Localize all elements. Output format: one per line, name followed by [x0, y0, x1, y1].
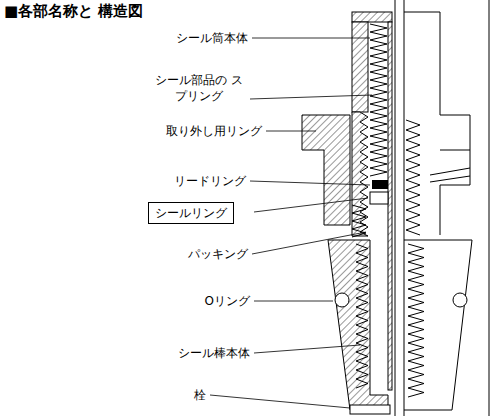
right-rod-outline: [404, 240, 472, 410]
seal-tube-wall: [388, 22, 392, 390]
right-outline: [404, 12, 470, 235]
leader-line: [254, 198, 368, 212]
part-label: シール部品の スプリング: [154, 72, 244, 104]
rod-thread: [356, 244, 368, 388]
leader-line: [252, 38, 370, 39]
right-outline: [440, 150, 470, 151]
leader-line: [252, 232, 366, 254]
right-outline: [430, 168, 470, 175]
plug: [350, 405, 390, 414]
leader-line: [266, 131, 316, 132]
leader-line: [254, 345, 360, 353]
lead-ring: [372, 180, 388, 189]
tube-line: [395, 0, 396, 416]
boxed-label-text: シールリング: [155, 206, 227, 220]
boxed-label: シールリング: [148, 202, 234, 224]
part-label: シール筒本体: [176, 30, 248, 46]
seal-rod-body: [328, 240, 388, 410]
part-label: シール棒本体: [178, 345, 250, 361]
seal-tube-thread: [352, 112, 368, 236]
o-ring: [453, 293, 467, 307]
part-label: パッキング: [188, 246, 248, 262]
tube-line: [404, 0, 405, 416]
diagram-title: ■各部名称と 構造図: [4, 2, 143, 21]
removal-ring: [302, 115, 350, 225]
right-thread: [406, 120, 424, 397]
leader-line: [254, 301, 333, 302]
leader-line: [250, 95, 372, 99]
part-label: リードリング: [174, 173, 246, 189]
seal-tube-body: [352, 22, 368, 112]
seal-tube-cap: [352, 12, 392, 22]
seal-ring: [370, 192, 388, 204]
leader-line: [250, 181, 370, 185]
leader-line: [210, 395, 350, 408]
tube-line: [489, 0, 490, 416]
part-label: 栓: [194, 387, 206, 403]
o-ring: [335, 293, 349, 307]
part-label: Oリング: [205, 293, 250, 309]
right-outline: [430, 176, 470, 182]
part-label: 取り外し用リング: [166, 123, 262, 139]
spring: [370, 24, 387, 176]
